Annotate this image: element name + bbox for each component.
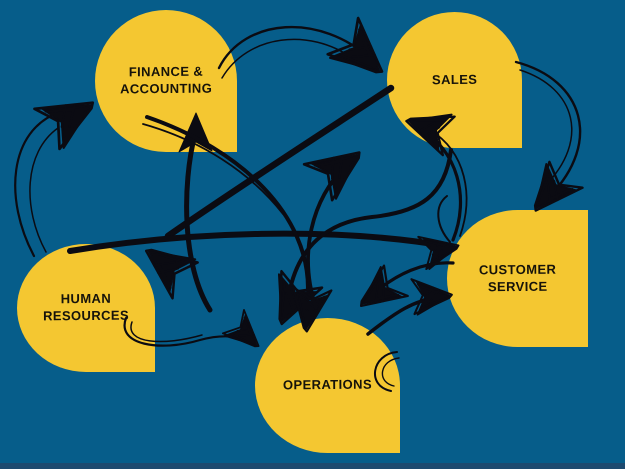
arrow-human-resources-to-finance-accounting	[14, 79, 107, 258]
node-customer-service: CUSTOMER SERVICE	[447, 210, 588, 347]
arrow-sales-to-human-resources	[131, 84, 395, 300]
arrow-human-resources-to-customer-service	[67, 226, 464, 271]
arrow-finance-accounting-to-operations	[142, 115, 333, 335]
arrow-operations-to-sales	[302, 131, 375, 310]
node-human-resources: HUMAN RESOURCES	[17, 244, 155, 372]
node-operations: OPERATIONS	[255, 318, 400, 453]
decorative-curl	[374, 351, 400, 392]
arrow-customer-service-to-operations	[348, 261, 455, 324]
arrow-finance-accounting-to-sales	[217, 16, 400, 91]
node-finance-accounting: FINANCE & ACCOUNTING	[95, 10, 237, 152]
bottom-edge-strip	[0, 463, 625, 469]
arrow-sales-to-customer-service	[514, 60, 584, 226]
arrow-operations-to-customer-service	[366, 274, 455, 336]
arrow-customer-service-to-sales	[398, 101, 468, 243]
arrow-human-resources-to-operations	[123, 309, 271, 359]
